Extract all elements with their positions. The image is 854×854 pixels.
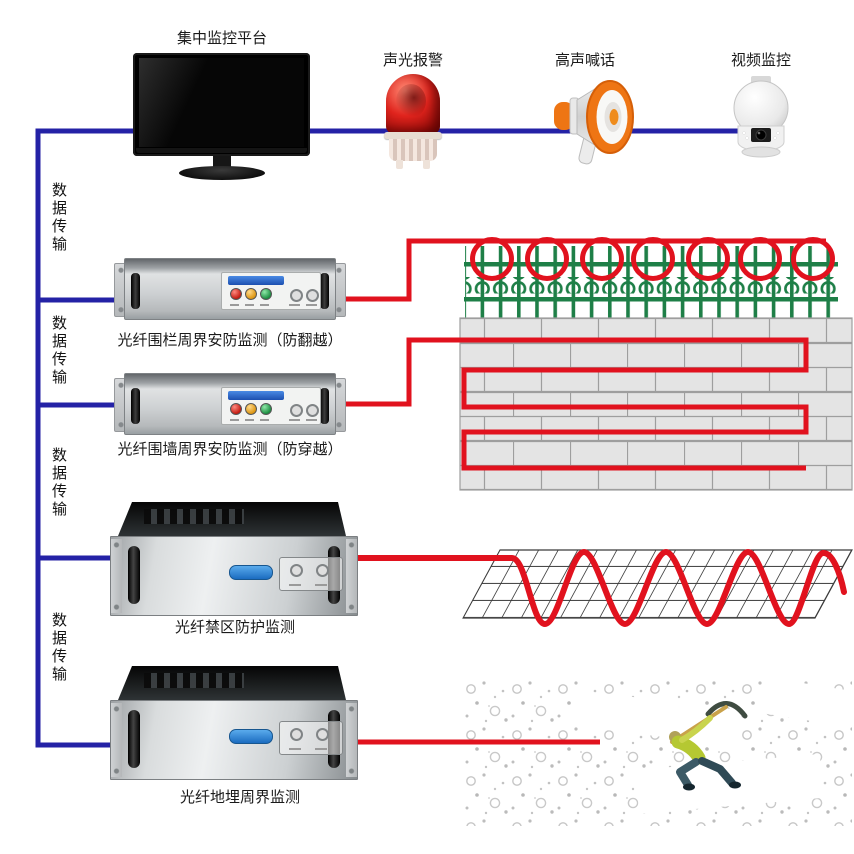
controller-label-wall: 光纤围墙周界安防监测（防穿越） [117,441,343,458]
brick-wall-illustration [459,317,853,491]
panel-label-strip [229,729,273,744]
connector-box [279,721,343,755]
fiber-line-fence [342,238,826,302]
panel-label-strip [228,276,284,285]
fence-illustration [464,237,838,318]
megaphone-icon [554,80,634,165]
led-red [230,288,242,300]
speaker-label: 高声喊话 [554,52,615,69]
digging-person-icon [669,701,748,791]
front-panel [110,700,358,780]
connector-box [279,557,343,591]
dome-camera-icon [733,76,789,158]
front-panel [110,536,358,616]
vent-slots [144,509,244,524]
fiber-port [290,564,303,577]
fiber-port [290,289,303,302]
fiber-port [316,564,329,577]
led-green [260,403,272,415]
front-panel [221,387,321,425]
led-amber [245,403,257,415]
fiber-port [306,404,319,417]
monitor-base [179,166,265,180]
rack-handle [131,273,140,309]
monitor-icon [133,53,311,183]
fiber-line-wall-serpentine [342,337,809,471]
alarm-beacon-icon [384,74,442,170]
monitor-stand [213,156,231,169]
led-amber [245,288,257,300]
fiber-port [316,728,329,741]
camera-label: 视频监控 [730,52,791,69]
controller-label-restricted: 光纤禁区防护监测 [174,619,295,636]
platform-label: 集中监控平台 [176,30,267,47]
rack-handle [128,710,140,768]
fiber-port [290,404,303,417]
data-transmission-label: 数据传输 [50,182,67,254]
rack-handle [320,388,329,424]
rack-controller-icon [110,502,358,616]
fiber-port [306,289,319,302]
rack-handle [128,546,140,604]
led-green [260,288,272,300]
panel-label-strip [228,391,284,400]
controller-label-fence: 光纤围栏周界安防监测（防翻越） [117,332,343,349]
controller-label-buried: 光纤地埋周界监测 [179,789,300,806]
data-transmission-label: 数据传输 [50,315,67,387]
rack-handle [320,273,329,309]
data-transmission-label: 数据传输 [50,612,67,684]
fiber-port [290,728,303,741]
monitor-screen [133,53,310,156]
rack-controller-icon [114,258,346,320]
buried-ground-illustration [462,677,854,826]
panel-label-strip [229,565,273,580]
rack-handle [131,388,140,424]
vent-slots [144,673,244,688]
rack-controller-icon [110,666,358,780]
front-panel [221,272,321,310]
rack-controller-icon [114,373,346,435]
alarm-label: 声光报警 [382,52,443,69]
fiber-lines [342,238,847,745]
led-red [230,403,242,415]
fiber-line-net-sine [349,548,847,628]
data-transmission-label: 数据传输 [50,447,67,519]
